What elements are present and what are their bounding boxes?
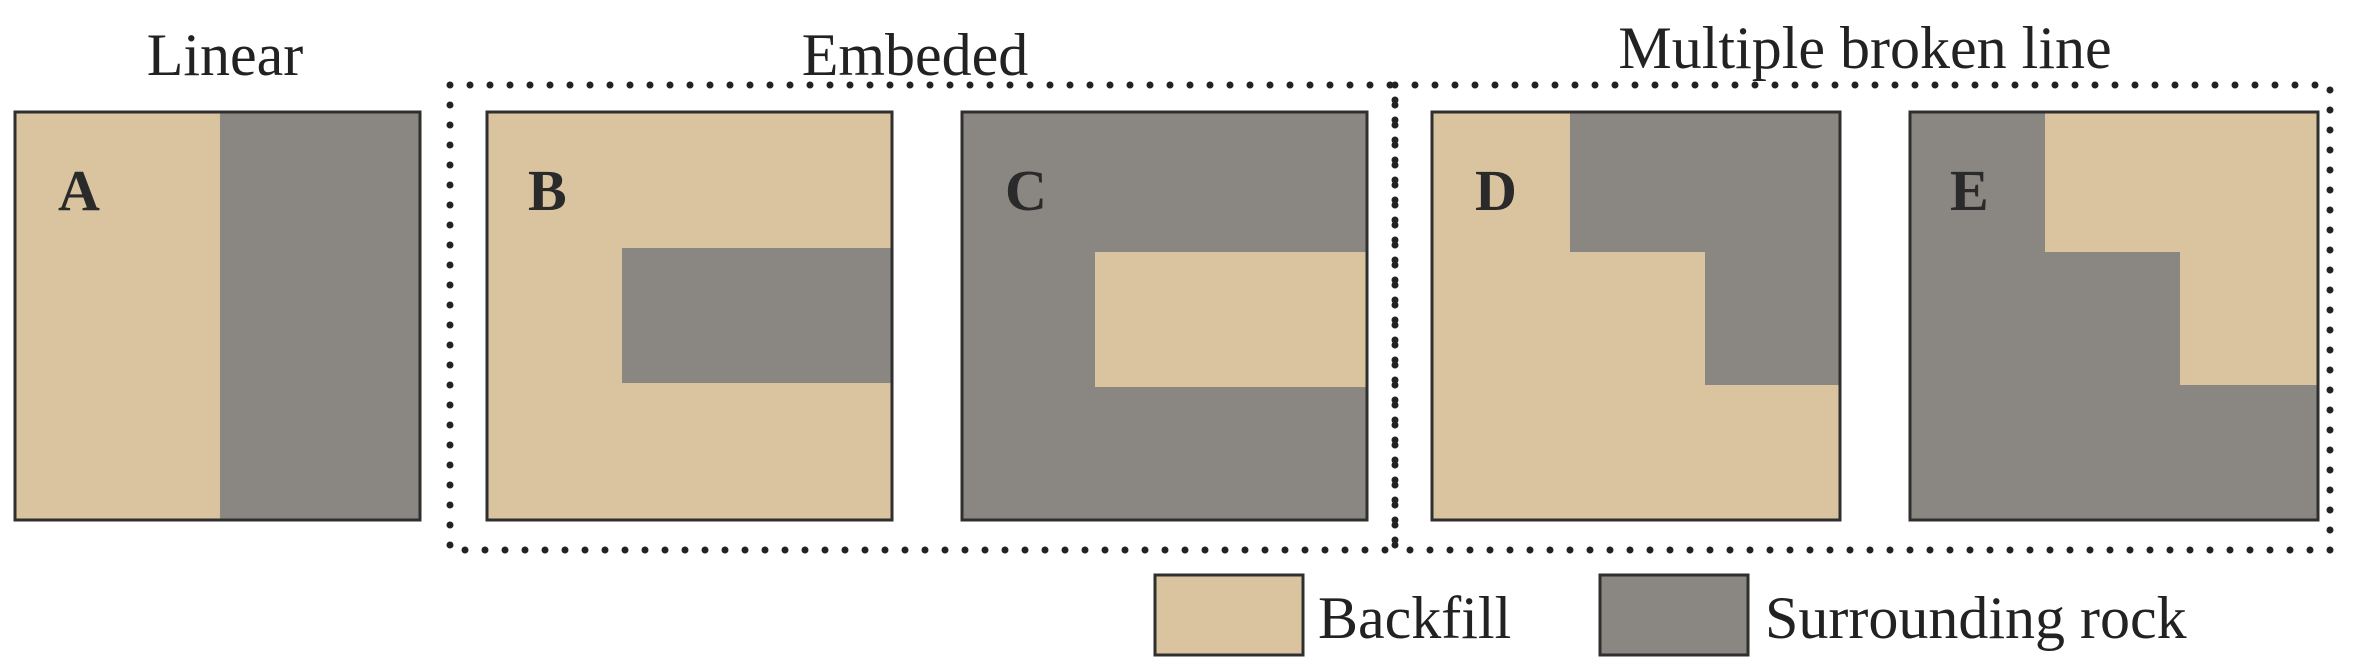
- panel-b-outline: [485, 110, 894, 522]
- panel-a-letter: A: [58, 158, 100, 223]
- panel-b: B: [485, 110, 894, 522]
- panel-c: C: [960, 110, 1369, 522]
- panel-b-rock-inclusion: [622, 248, 892, 383]
- group-title-embedded: Embeded: [802, 22, 1029, 88]
- group-border-embedded: [446, 81, 1399, 554]
- panel-a-outline: [13, 110, 422, 522]
- legend-swatch-rock: [1598, 573, 1750, 657]
- panel-e: E: [1908, 110, 2320, 522]
- panel-d: D: [1430, 110, 1842, 522]
- legend-label-backfill: Backfill: [1318, 585, 1511, 651]
- panel-e-letter: E: [1950, 158, 1989, 223]
- panel-d-letter: D: [1475, 158, 1517, 223]
- panel-c-backfill-inclusion: [1095, 252, 1367, 387]
- panel-c-outline: [960, 110, 1369, 522]
- panel-c-letter: C: [1005, 158, 1047, 223]
- panel-a-rock: [220, 112, 420, 520]
- legend-label-surrounding-rock: Surrounding rock: [1765, 585, 2187, 651]
- panel-d-rock-steps: [1570, 112, 1840, 385]
- panel-e-backfill-steps: [2045, 112, 2318, 385]
- panel-e-outline: [1908, 110, 2320, 522]
- group-title-multiple-broken-line: Multiple broken line: [1618, 15, 2111, 81]
- panel-b-letter: B: [528, 158, 567, 223]
- panel-a: A: [13, 110, 422, 522]
- panel-a-backfill: [15, 112, 220, 520]
- legend-swatch-backfill: [1153, 573, 1305, 657]
- legend: Backfill Surrounding rock: [1153, 573, 2187, 657]
- group-title-linear: Linear: [147, 22, 304, 88]
- panel-d-outline: [1430, 110, 1842, 522]
